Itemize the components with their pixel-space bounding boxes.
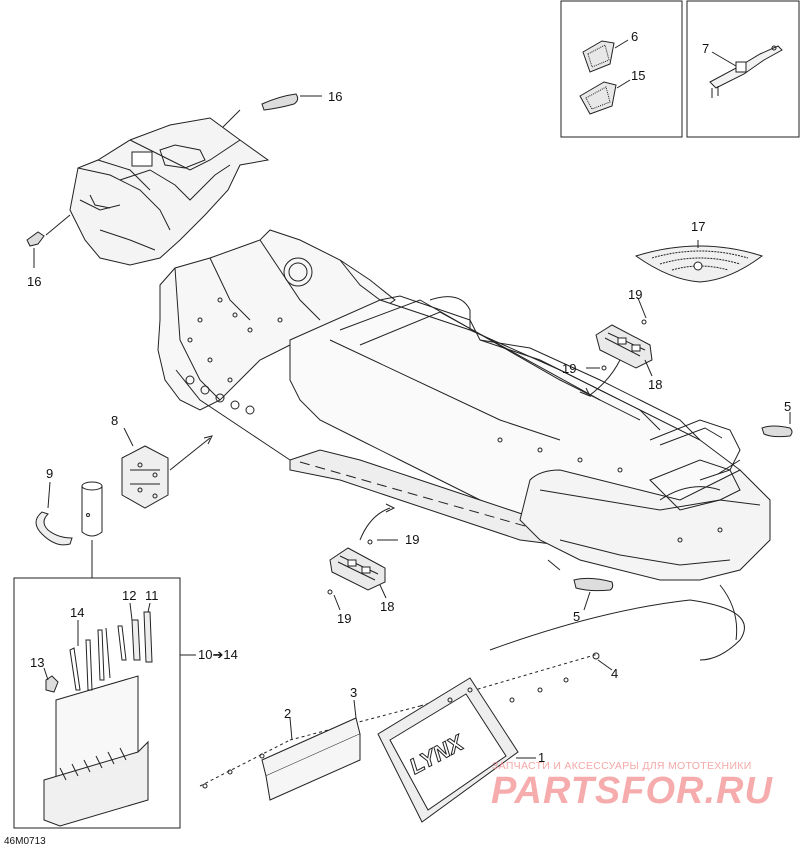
footrest-18-lower-icon (329, 547, 386, 591)
tool-kit-contents (43, 611, 153, 827)
callout-5-right: 5 (784, 399, 792, 414)
callout-16-left: 16 (27, 274, 42, 289)
decal-15-icon (579, 81, 617, 115)
callout-14: 14 (70, 605, 85, 620)
callout-8: 8 (111, 413, 119, 428)
callout-17: 17 (691, 219, 706, 234)
watermark-logo: PARTSFOR.RU (491, 770, 773, 812)
snow-flap-1 (377, 677, 519, 823)
callout-19-lower-bottom: 19 (337, 611, 352, 626)
callout-7: 7 (702, 41, 710, 56)
callout-19-lower-right: 19 (405, 532, 420, 547)
callout-19-upper-left: 19 (562, 361, 577, 376)
reflector-16-top-icon (261, 93, 299, 111)
bracket-7-icon (709, 45, 783, 98)
footrest-18-upper-icon (595, 324, 653, 369)
decal-6-icon (582, 40, 615, 73)
watermark-tagline: ЗАПЧАСТИ И АКСЕССУАРЫ ДЛЯ МОТОТЕХНИКИ (492, 760, 752, 772)
callout-4: 4 (611, 666, 619, 681)
callout-6: 6 (631, 29, 639, 44)
callout-1: 1 (538, 750, 546, 765)
callout-18-upper: 18 (648, 377, 663, 392)
callout-16-top: 16 (328, 89, 343, 104)
callout-15: 15 (631, 68, 646, 83)
chassis-frame (157, 229, 771, 581)
bracket-8-icon (121, 445, 169, 509)
reflector-5-bottom-icon (573, 577, 614, 592)
reflector-16-left-icon (26, 231, 45, 247)
diagram-code: 46M0713 (4, 836, 46, 847)
callout-9: 9 (46, 466, 54, 481)
callout-10-14: 10➔14 (198, 647, 238, 662)
callout-11: 11 (145, 588, 159, 603)
callout-5-bottom: 5 (573, 609, 581, 624)
decal-17-icon (634, 245, 764, 283)
front-nose-panel (69, 117, 270, 266)
reflector-5-right-icon (761, 425, 793, 438)
strap-9-icon (35, 511, 73, 546)
inset-box-decals (560, 0, 683, 138)
callout-18-lower: 18 (380, 599, 395, 614)
callout-3: 3 (350, 685, 358, 700)
callout-19-upper-top: 19 (628, 287, 643, 302)
callout-13: 13 (30, 655, 45, 670)
callout-2: 2 (284, 706, 292, 721)
inset-box-bracket (686, 0, 800, 138)
tool-kit-box (13, 577, 181, 829)
callout-12: 12 (122, 588, 137, 603)
tool-tube-icon (81, 481, 103, 537)
